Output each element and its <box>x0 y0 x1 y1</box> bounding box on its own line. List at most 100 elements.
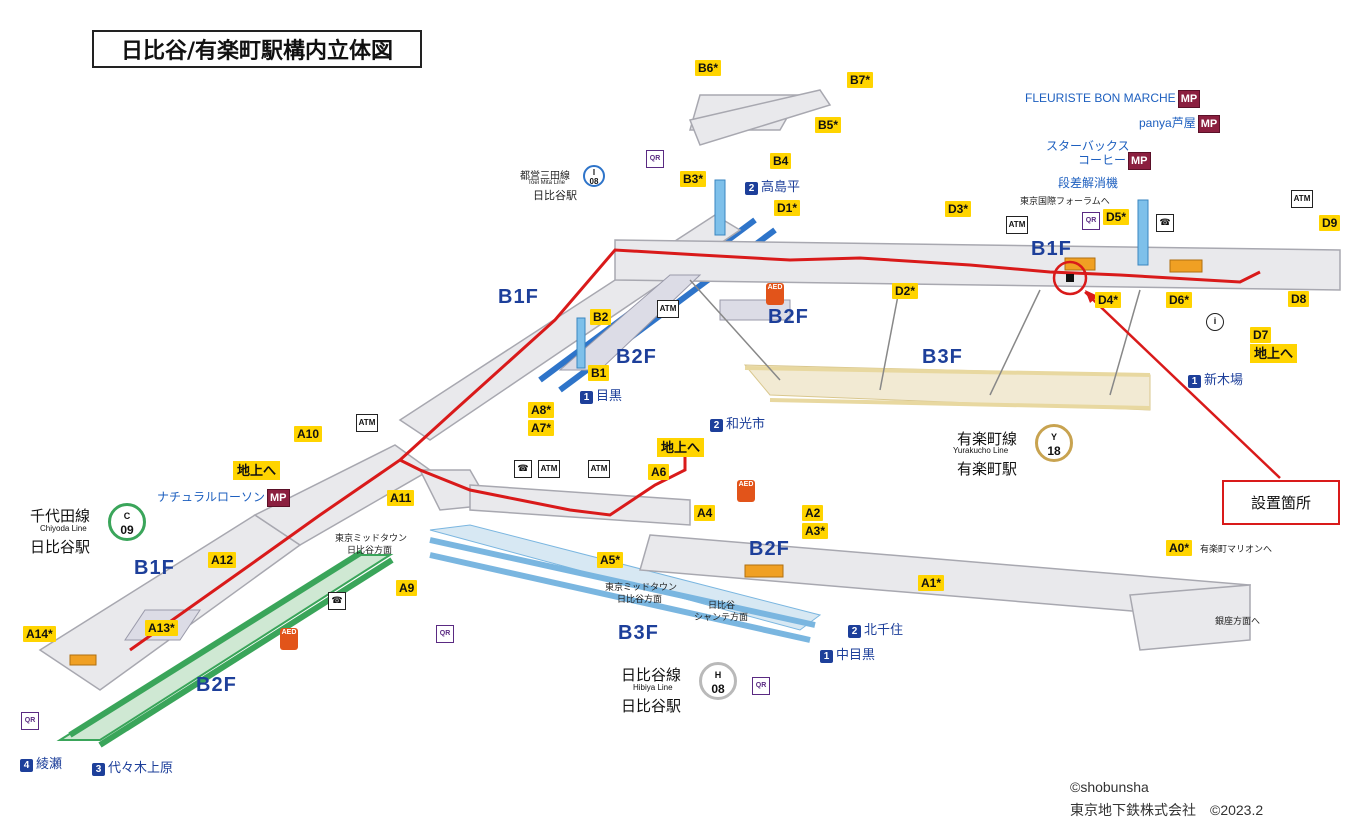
exit-d8[interactable]: D8 <box>1288 291 1310 307</box>
chanter-label-a: 日比谷 <box>708 600 736 610</box>
exit-d3[interactable]: D3* <box>945 201 972 217</box>
exit-b6[interactable]: B6* <box>695 60 722 76</box>
atm-icon[interactable]: ATM <box>1291 190 1313 208</box>
to-ginza-label: 銀座方面へ <box>1215 616 1261 626</box>
exit-d1[interactable]: D1* <box>774 200 801 216</box>
aed-icon: AED <box>737 480 755 502</box>
exit-b3[interactable]: B3* <box>680 171 707 187</box>
exit-a8[interactable]: A8* <box>528 402 555 418</box>
floor-label-b1f-left: B1F <box>134 557 175 579</box>
to-marion-label: 有楽町マリオンへ <box>1200 544 1273 554</box>
qr-ticket-icon[interactable]: QR <box>646 150 664 168</box>
exit-a13[interactable]: A13* <box>145 620 178 636</box>
floor-label-b3f-right: B3F <box>922 346 963 368</box>
route-line <box>129 248 1261 652</box>
exit-d4[interactable]: D4* <box>1095 292 1122 308</box>
exit-a6[interactable]: A6 <box>648 464 670 480</box>
atm-icon[interactable]: ATM <box>657 300 679 318</box>
exit-a0[interactable]: A0* <box>1166 540 1193 556</box>
exit-a1[interactable]: A1* <box>918 575 945 591</box>
exit-a5[interactable]: A5* <box>597 552 624 568</box>
elevators <box>576 179 1149 369</box>
exit-d2[interactable]: D2* <box>892 283 919 299</box>
floor-label-b2f-upper: B2F <box>616 346 657 368</box>
atm-icon[interactable]: ATM <box>588 460 610 478</box>
to-forum-label: 東京国際フォーラムへ <box>1020 196 1110 206</box>
qr-ticket-icon[interactable]: QR <box>436 625 454 643</box>
ground-exit-right[interactable]: 地上へ <box>1250 344 1298 363</box>
step-free-lift-label: 段差解消機 <box>1058 176 1119 190</box>
exit-b1[interactable]: B1 <box>588 365 610 381</box>
exit-a3[interactable]: A3* <box>802 523 829 539</box>
chanter-label-b: シャンテ方面 <box>694 612 749 622</box>
ground-exit-left[interactable]: 地上へ <box>233 461 281 480</box>
chiyoda-line-tracks <box>56 549 394 748</box>
exit-b7[interactable]: B7* <box>847 72 874 88</box>
exit-d7[interactable]: D7 <box>1250 327 1272 343</box>
callout-pointer <box>1052 260 1281 479</box>
phone-icon[interactable]: ☎ <box>514 460 532 478</box>
qr-ticket-icon[interactable]: QR <box>752 677 770 695</box>
exit-a2[interactable]: A2 <box>802 505 824 521</box>
midtown-label-1b: 日比谷方面 <box>347 545 393 555</box>
exit-a4[interactable]: A4 <box>694 505 716 521</box>
exit-b4[interactable]: B4 <box>770 153 792 169</box>
copyright-credit: 東京地下鉄株式会社 ©2023.2 <box>1070 802 1264 818</box>
floor-label-b2f-bottom-center: B2F <box>749 538 790 560</box>
hibiya-line-tracks <box>429 524 822 643</box>
platform-b2f <box>124 274 791 641</box>
phone-icon[interactable]: ☎ <box>328 592 346 610</box>
floor-label-b1f-right: B1F <box>1031 238 1072 260</box>
map-title: 日比谷/有楽町駅構内立体図 <box>92 30 422 68</box>
exit-a11[interactable]: A11 <box>387 490 415 506</box>
qr-ticket-icon[interactable]: QR <box>21 712 39 730</box>
phone-icon[interactable]: ☎ <box>1156 214 1174 232</box>
midtown-label-2b: 日比谷方面 <box>617 594 663 604</box>
exit-a10[interactable]: A10 <box>294 426 323 442</box>
exit-a7[interactable]: A7* <box>528 420 555 436</box>
publisher-credit: ©shobunsha <box>1070 779 1149 795</box>
exit-d6[interactable]: D6* <box>1166 292 1193 308</box>
exit-b5[interactable]: B5* <box>815 117 842 133</box>
midtown-label-2a: 東京ミッドタウン <box>605 582 678 592</box>
ground-exit-center[interactable]: 地上へ <box>657 438 705 457</box>
yurakucho-line-tracks <box>743 364 1151 411</box>
info-icon[interactable]: i <box>1206 313 1224 331</box>
floor-label-b3f-bottom: B3F <box>618 622 659 644</box>
atm-icon[interactable]: ATM <box>1006 216 1028 234</box>
exit-a14[interactable]: A14* <box>23 626 56 642</box>
b3f-structure <box>689 279 1141 396</box>
floor-label-b2f-mid: B2F <box>768 306 809 328</box>
shop-starbucks-line1: スターバックス <box>1046 139 1130 153</box>
aed-icon: AED <box>766 283 784 305</box>
floor-label-b1f-mid: B1F <box>498 286 539 308</box>
exit-b2[interactable]: B2 <box>590 309 612 325</box>
exit-a9[interactable]: A9 <box>396 580 418 596</box>
atm-icon[interactable]: ATM <box>356 414 378 432</box>
exit-d9[interactable]: D9 <box>1319 215 1341 231</box>
exit-a12[interactable]: A12 <box>208 552 237 568</box>
atm-icon[interactable]: ATM <box>538 460 560 478</box>
exit-d5[interactable]: D5* <box>1103 209 1130 225</box>
installation-location-callout: 設置箇所 <box>1222 480 1340 525</box>
aed-icon: AED <box>280 628 298 650</box>
floor-label-b2f-bottom-left: B2F <box>196 674 237 696</box>
qr-ticket-icon[interactable]: QR <box>1082 212 1100 230</box>
